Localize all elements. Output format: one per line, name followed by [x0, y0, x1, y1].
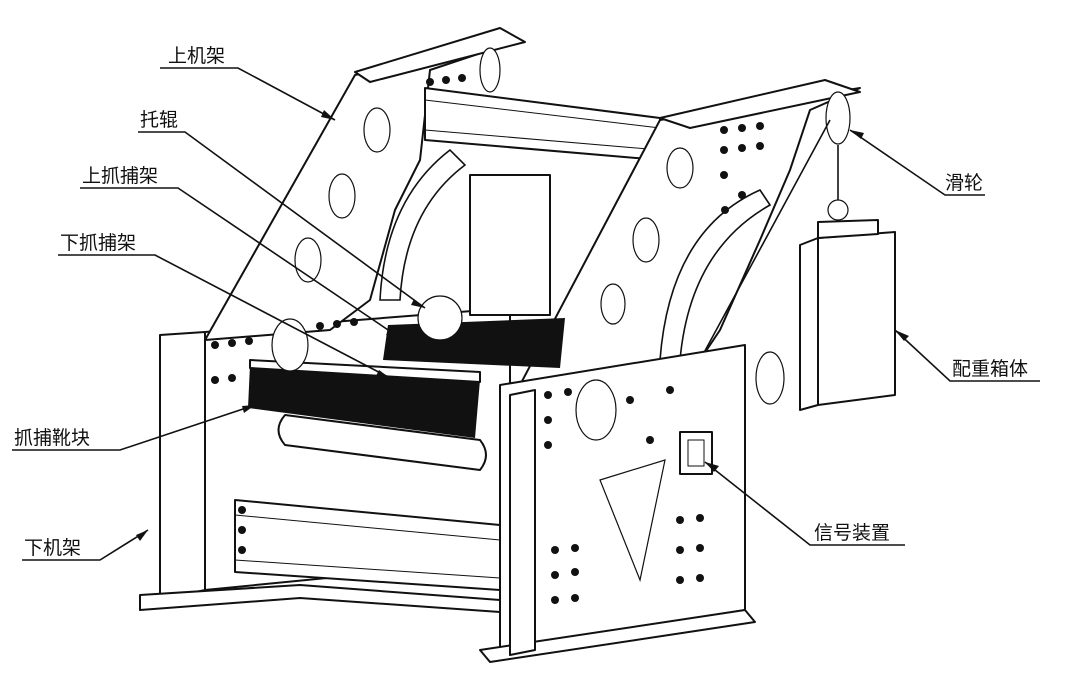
label-lower-catch-frame: 下抓捕架 — [60, 232, 136, 254]
upper-catch-shoe — [383, 318, 565, 368]
right-plate-hole-3 — [600, 283, 626, 325]
idler-roller — [417, 295, 463, 341]
counterweight-hook-ring — [827, 199, 849, 221]
label-lower-frame: 下机架 — [24, 537, 81, 559]
leader-catch-shoe — [12, 404, 256, 451]
counterweight-box-side — [799, 237, 819, 411]
lower-idler-roller — [277, 414, 487, 471]
left-plate-hole-2 — [328, 173, 356, 219]
lower-frame-left-post — [159, 331, 206, 601]
pulley-cable — [699, 119, 831, 361]
label-counterweight-box: 配重箱体 — [952, 358, 1028, 380]
lower-catch-frame-end — [271, 318, 309, 372]
leader-upper-catch-frame — [80, 187, 401, 339]
right-plate-hole-2 — [632, 217, 660, 263]
leader-signal-device — [704, 461, 905, 546]
leader-upper-frame — [160, 67, 336, 121]
label-idler-roller: 托辊 — [140, 109, 178, 131]
bolt-holes — [211, 74, 764, 604]
label-upper-frame: 上机架 — [168, 45, 225, 67]
machine-drawing — [139, 27, 896, 663]
counterweight-box-lid — [817, 219, 879, 239]
leader-lower-frame — [22, 529, 149, 561]
lower-frame-right-base — [479, 609, 756, 663]
upper-frame-right-top-bracket — [659, 79, 861, 129]
top-left-pulley — [479, 47, 501, 93]
right-plate-hole-1 — [666, 147, 694, 189]
upper-frame-top-bracket — [354, 27, 526, 83]
leader-idler-roller — [138, 131, 426, 309]
lower-frame-right-edge — [509, 389, 536, 656]
pivot-disc — [575, 379, 617, 441]
right-arc-slot — [659, 188, 772, 361]
label-signal-device: 信号装置 — [814, 522, 890, 544]
label-pulley: 滑轮 — [945, 172, 983, 194]
left-plate-hole-1 — [363, 107, 391, 153]
lower-catch-frame-top — [249, 359, 481, 383]
lower-frame-cross-beam — [234, 499, 501, 591]
right-gear-disc — [755, 351, 785, 405]
catch-shoe-block — [248, 365, 480, 438]
counterweight-box — [817, 231, 896, 406]
leader-lower-catch-frame — [58, 254, 391, 379]
label-catch-shoe-block: 抓捕靴块 — [14, 427, 90, 449]
leader-pulley — [849, 129, 985, 196]
upper-catch-frame-column — [469, 174, 551, 316]
label-upper-catch-frame: 上抓捕架 — [82, 165, 158, 187]
lower-frame-triangle-opening — [599, 459, 666, 583]
leader-lines — [12, 67, 1040, 561]
pulley — [825, 91, 851, 145]
leader-counterweight — [894, 329, 1040, 382]
left-arc-slot — [379, 148, 467, 301]
signal-device — [679, 431, 713, 475]
